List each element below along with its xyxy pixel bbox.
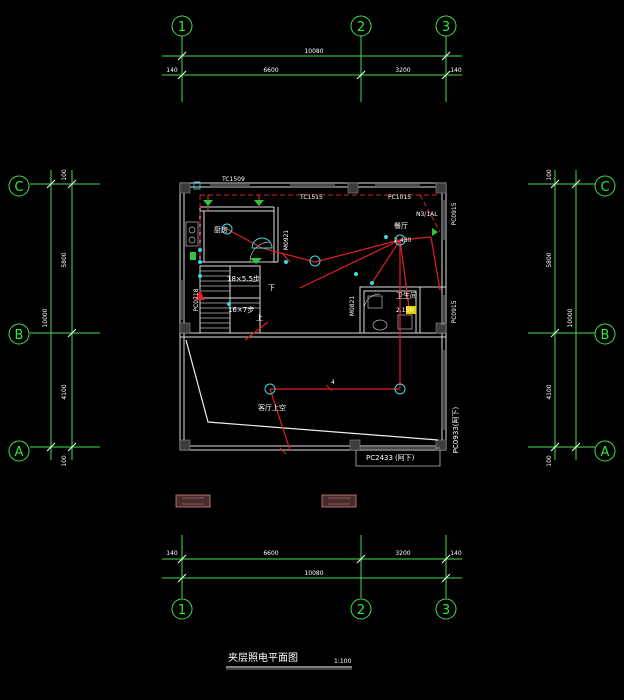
grid-bubble-a-right <box>594 440 616 462</box>
window-tag-pc2433: PC2433(阿下) <box>366 453 415 462</box>
dim-right-total: 10000 <box>567 308 574 327</box>
stair-label-down: 下 <box>268 284 275 292</box>
stair-treads <box>200 270 260 329</box>
dim-top-left-edge: 140 <box>166 67 178 74</box>
light-dining <box>394 234 406 246</box>
window-tag-pc0933: PC0933(阿下) <box>451 407 460 454</box>
drawing-scale: 1:100 <box>334 658 351 665</box>
dim-top-total: 10080 <box>304 48 323 55</box>
dim-right-span-2: 4100 <box>546 384 553 399</box>
window-tag-pc1015: PC1015 <box>388 194 411 201</box>
dim-bottom-span-2: 3200 <box>395 550 410 557</box>
grid-label-c-left: C <box>14 180 23 195</box>
grid-label-c-right: C <box>600 180 609 195</box>
grid-label-2-bottom: 2 <box>357 603 365 618</box>
grid-label-b-right: B <box>601 328 610 343</box>
grid-bubble-b-right <box>594 323 616 345</box>
window-tag-pc0718: PC0718 <box>193 288 200 311</box>
window-tag-tc1509: TC1509 <box>221 176 245 183</box>
grid-bubble-3-bottom <box>435 598 457 620</box>
light-living-right <box>394 383 406 395</box>
light-fixtures <box>221 223 406 395</box>
bath-exhaust-icon <box>406 306 416 314</box>
dim-top-span-2: 3200 <box>395 67 410 74</box>
dim-right-bottom-edge: 100 <box>546 455 553 467</box>
dim-bottom-left-edge: 140 <box>166 550 178 557</box>
light-living-left <box>264 383 276 395</box>
bottom-dimensions <box>162 535 462 598</box>
room-label-bathroom: 卫生间 <box>396 291 417 300</box>
stair-label-lower: 16×7步 <box>228 306 254 314</box>
window-marks <box>181 184 445 449</box>
dim-top-span-1: 6600 <box>263 67 278 74</box>
stair-label-upper: 18×5.5步 <box>227 275 260 283</box>
kitchen-fixtures <box>185 221 199 247</box>
top-dimensions <box>162 36 462 102</box>
grid-bubble-b-left <box>8 323 30 345</box>
circuit-tag: N3/1AL <box>416 211 438 218</box>
light-hall <box>309 255 321 267</box>
dim-top-right-edge: 140 <box>450 67 462 74</box>
level-dining: 2.430 <box>394 237 411 244</box>
dim-right-top-edge: 100 <box>546 169 553 181</box>
grid-label-1-top: 1 <box>178 20 186 35</box>
grid-bubble-2-bottom <box>350 598 372 620</box>
socket-symbols <box>190 200 438 264</box>
distribution-panel-icon <box>195 290 205 300</box>
window-tag-tc1515: TC1515 <box>299 194 323 201</box>
dim-left-span-1: 5800 <box>61 252 68 267</box>
grid-label-3-top: 3 <box>442 20 450 35</box>
dim-left-bottom-edge: 100 <box>61 455 68 467</box>
grid-bubble-3-top <box>435 15 457 37</box>
grid-bubble-c-left <box>8 175 30 197</box>
grid-bubble-2-top <box>350 15 372 37</box>
meter-box-icon <box>193 181 201 190</box>
right-dimensions <box>528 170 595 460</box>
device-dots <box>198 235 388 306</box>
room-label-living-upper: 客厅上空 <box>258 403 286 412</box>
dim-bottom-right-edge: 140 <box>450 550 462 557</box>
dim-left-top-edge: 100 <box>61 169 68 181</box>
grid-bubble-1-top <box>171 15 193 37</box>
wire-count-tag: 4 <box>331 379 335 386</box>
window-tag-pc0915-top: PC0915 <box>451 202 458 225</box>
bathroom-fixtures <box>367 295 413 331</box>
grid-label-a-left: A <box>15 445 24 460</box>
grid-label-3-bottom: 3 <box>442 603 450 618</box>
room-label-kitchen: 厨房 <box>214 225 228 234</box>
grid-bubble-c-right <box>594 175 616 197</box>
left-dimensions <box>30 170 100 460</box>
section-marks <box>175 494 357 508</box>
grid-label-b-left: B <box>15 328 24 343</box>
drawing-title: 夹层照电平面图 <box>228 651 298 664</box>
grid-bubble-a-left <box>8 440 30 462</box>
wiring-runs <box>207 195 441 451</box>
light-kitchen <box>221 223 233 235</box>
grid-bubble-1-bottom <box>171 598 193 620</box>
stair-label-up: 上 <box>256 313 263 322</box>
door-tag-m0821: M0821 <box>349 296 356 317</box>
window-tag-pc0915-mid: PC0915 <box>451 300 458 323</box>
dim-bottom-total: 10080 <box>304 570 323 577</box>
dim-bottom-span-1: 6600 <box>263 550 278 557</box>
level-bath: 2.150 <box>396 307 413 314</box>
structural-columns <box>179 182 447 451</box>
void-outline <box>185 339 439 441</box>
door-tag-m0921: M0921 <box>283 230 290 251</box>
circuit-zone-dashed <box>199 194 441 262</box>
dim-left-span-2: 4100 <box>61 384 68 399</box>
grid-label-2-top: 2 <box>357 20 365 35</box>
grid-label-1-bottom: 1 <box>178 603 186 618</box>
dim-left-total: 10000 <box>42 308 49 327</box>
bay-window-outline <box>355 450 441 467</box>
grid-label-a-right: A <box>601 445 610 460</box>
dim-right-span-1: 5800 <box>546 252 553 267</box>
room-label-dining: 餐厅 <box>394 221 408 230</box>
